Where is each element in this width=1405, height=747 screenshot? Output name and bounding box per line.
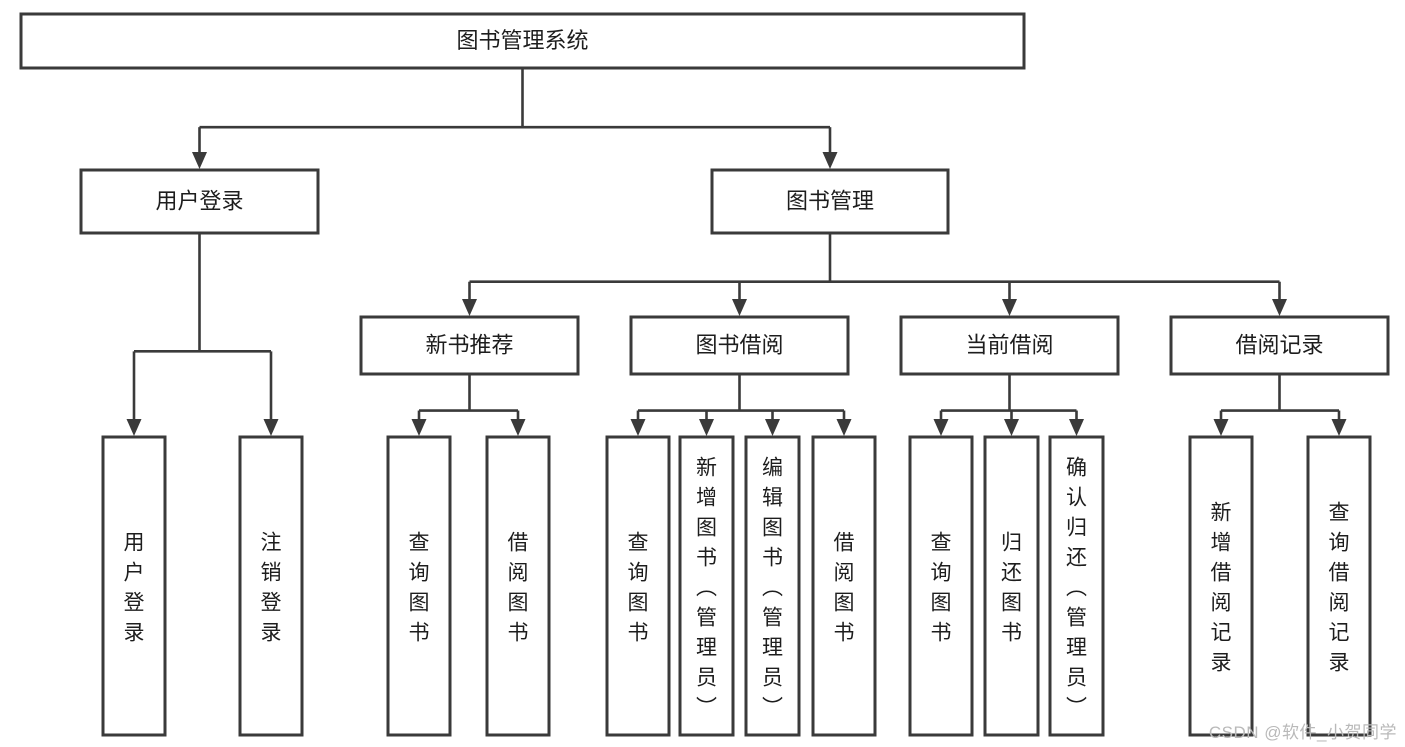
node-l2_0[interactable]: 用户登录 <box>79 168 320 235</box>
node-label: 借阅图书 <box>508 531 529 644</box>
node-l2_1[interactable]: 图书管理 <box>710 168 950 235</box>
node-label: 注销登录 <box>261 531 282 644</box>
edges-layer <box>126 68 1347 436</box>
node-box <box>744 435 801 737</box>
node-box <box>710 168 950 235</box>
node-box <box>386 435 452 737</box>
node-leaf_7[interactable]: 借阅图书 <box>811 435 877 737</box>
node-label: 查询图书 <box>409 531 430 644</box>
node-box <box>101 435 167 737</box>
node-label: 图书借阅 <box>695 332 783 357</box>
node-box <box>1306 435 1372 737</box>
node-leaf_10[interactable]: 确认归还︵管理员︶ <box>1048 435 1105 737</box>
nodes-layer: 图书管理系统用户登录图书管理新书推荐图书借阅当前借阅借阅记录用户登录注销登录查询… <box>19 12 1390 737</box>
node-leaf_0[interactable]: 用户登录 <box>101 435 167 737</box>
node-l3_3[interactable]: 借阅记录 <box>1169 315 1390 376</box>
node-label: 用户登录 <box>155 188 243 213</box>
node-box <box>238 435 304 737</box>
node-label: 图书管理 <box>786 188 874 213</box>
watermark-label: CSDN @软件_小贺同学 <box>1208 723 1397 742</box>
node-root[interactable]: 图书管理系统 <box>19 12 1026 70</box>
node-box <box>629 315 850 376</box>
node-box <box>1169 315 1390 376</box>
node-label: 查询图书 <box>931 531 952 644</box>
node-label: 当前借阅 <box>965 332 1053 357</box>
node-label: 确认归还︵管理员︶ <box>1066 456 1087 719</box>
node-box <box>678 435 735 737</box>
node-label: 借阅图书 <box>834 531 855 644</box>
node-l3_1[interactable]: 图书借阅 <box>629 315 850 376</box>
node-label: 查询图书 <box>628 531 649 644</box>
node-box <box>983 435 1040 737</box>
node-label: 查询借阅记录 <box>1329 501 1350 674</box>
node-box <box>1048 435 1105 737</box>
node-box <box>79 168 320 235</box>
node-label: 用户登录 <box>124 531 145 644</box>
node-leaf_8[interactable]: 查询图书 <box>908 435 974 737</box>
node-leaf_4[interactable]: 查询图书 <box>605 435 671 737</box>
node-label: 归还图书 <box>1001 531 1022 644</box>
node-leaf_1[interactable]: 注销登录 <box>238 435 304 737</box>
node-leaf_5[interactable]: 新增图书︵管理员︶ <box>678 435 735 737</box>
node-leaf_6[interactable]: 编辑图书︵管理员︶ <box>744 435 801 737</box>
node-box <box>1188 435 1254 737</box>
node-label: 新增借阅记录 <box>1211 501 1232 674</box>
node-leaf_2[interactable]: 查询图书 <box>386 435 452 737</box>
node-box <box>485 435 551 737</box>
node-box <box>811 435 877 737</box>
node-box <box>19 12 1026 70</box>
node-label: 新增图书︵管理员︶ <box>696 456 717 719</box>
node-label: 新书推荐 <box>425 332 513 357</box>
node-box <box>359 315 580 376</box>
node-leaf_9[interactable]: 归还图书 <box>983 435 1040 737</box>
node-l3_0[interactable]: 新书推荐 <box>359 315 580 376</box>
node-box <box>908 435 974 737</box>
node-label: 编辑图书︵管理员︶ <box>762 456 783 719</box>
node-box <box>605 435 671 737</box>
node-label: 图书管理系统 <box>456 28 588 53</box>
node-leaf_3[interactable]: 借阅图书 <box>485 435 551 737</box>
node-label: 借阅记录 <box>1235 332 1323 357</box>
node-l3_2[interactable]: 当前借阅 <box>899 315 1120 376</box>
node-leaf_11[interactable]: 新增借阅记录 <box>1188 435 1254 737</box>
node-leaf_12[interactable]: 查询借阅记录 <box>1306 435 1372 737</box>
node-box <box>899 315 1120 376</box>
